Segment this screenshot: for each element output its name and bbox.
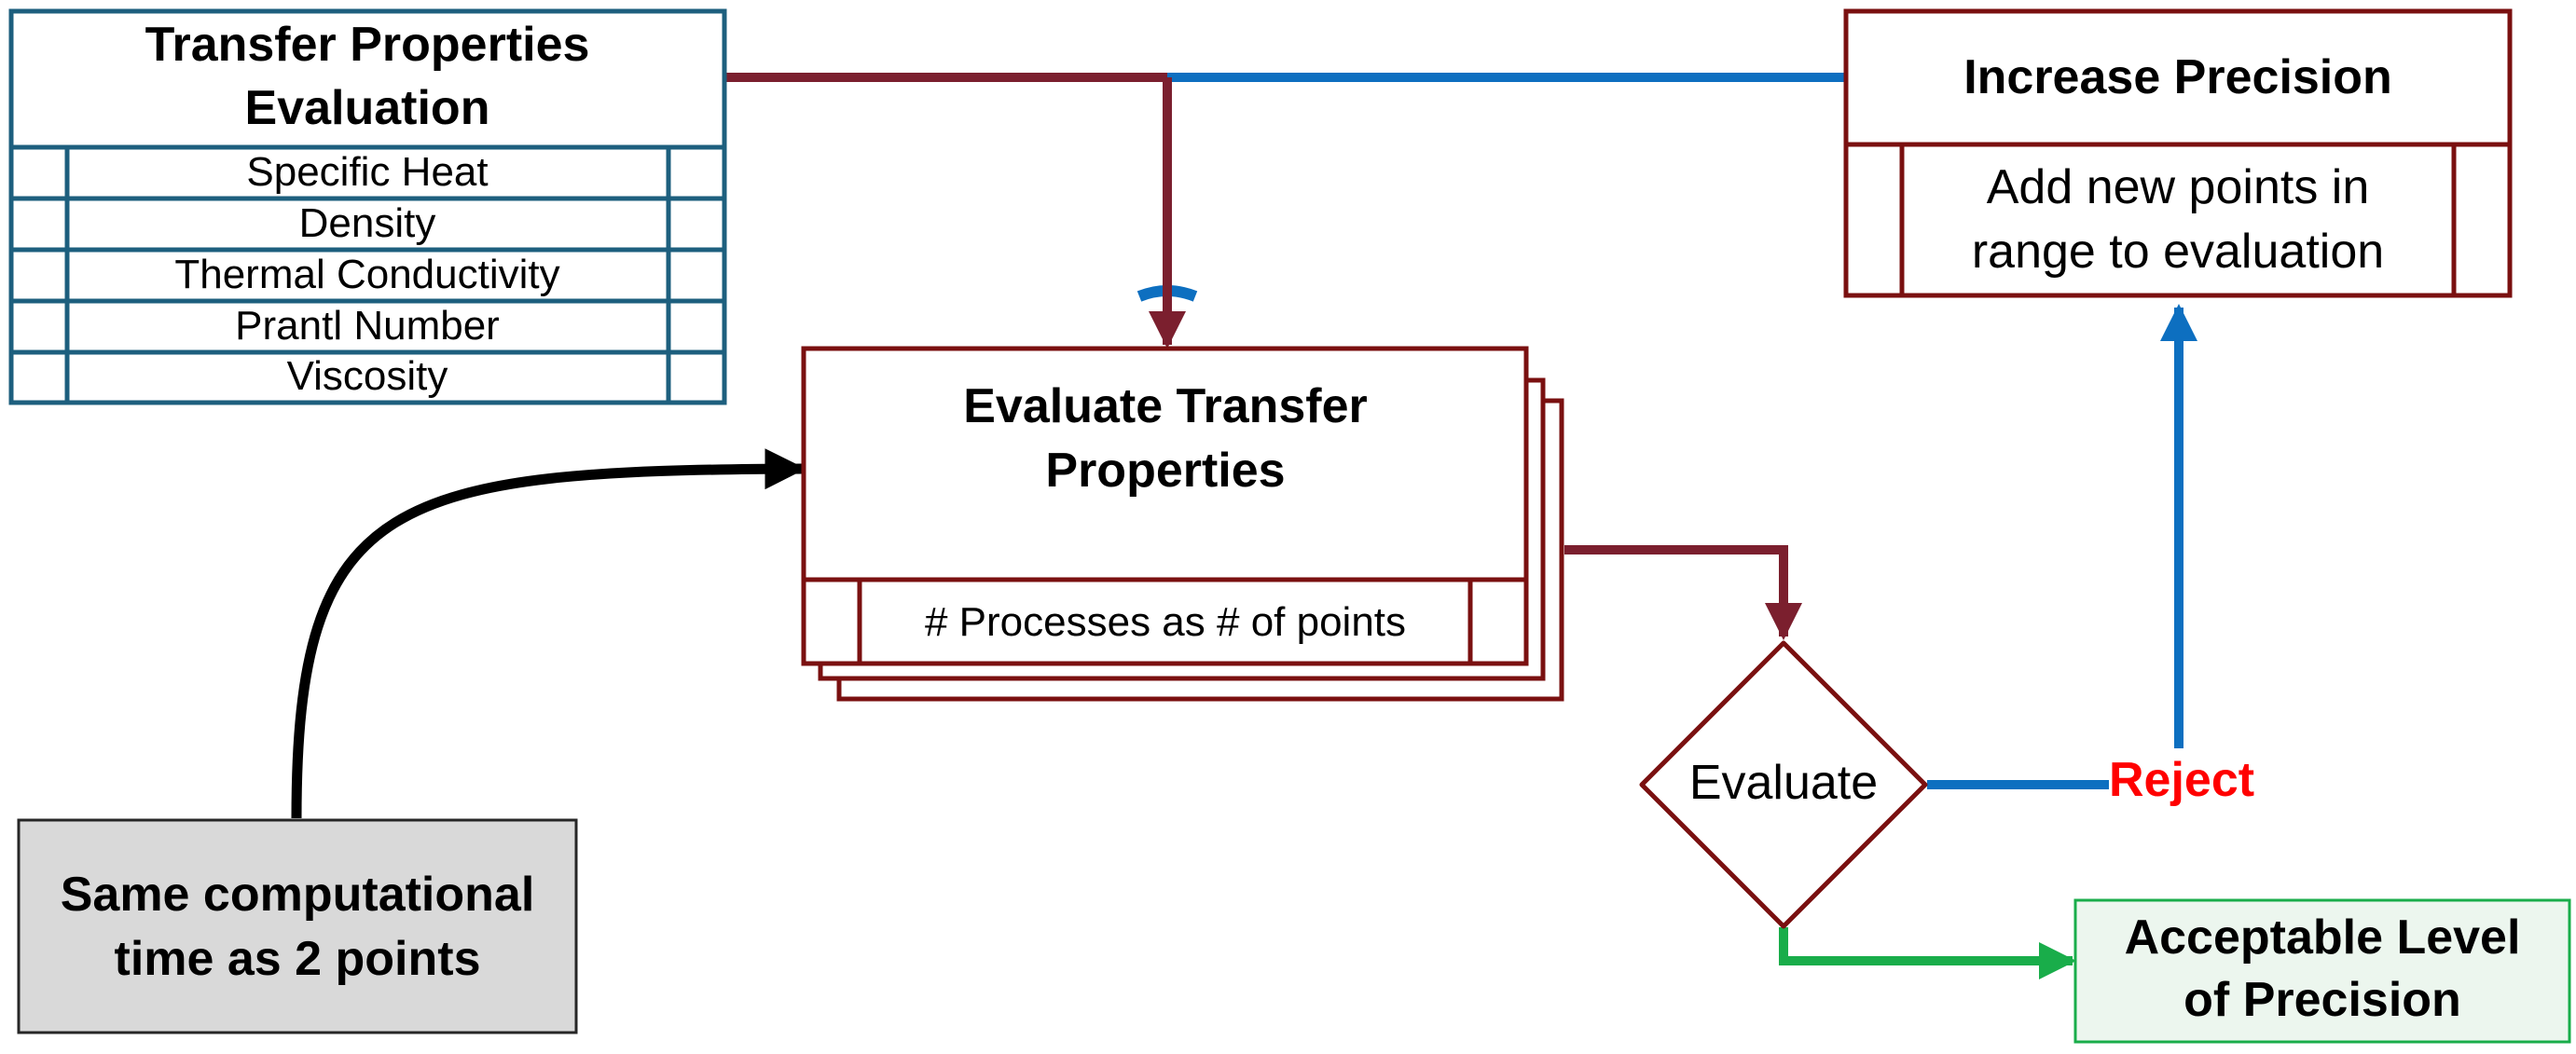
evaluate-transfer-properties-box: Evaluate Transfer Properties # Processes… (801, 346, 1564, 702)
increase-precision-title: Increase Precision (1963, 50, 2392, 104)
same-time-box: Same computational time as 2 points (17, 818, 578, 1034)
table-row-viscosity: Viscosity (287, 353, 448, 399)
table-row-thermal-conductivity: Thermal Conductivity (174, 252, 559, 297)
table-row-specific-heat: Specific Heat (246, 149, 488, 195)
acceptable-line1: Acceptable Level (2125, 910, 2521, 965)
increase-precision-body-line2: range to evaluation (1972, 225, 2384, 279)
evaluate-transfer-title-line1: Evaluate Transfer (963, 379, 1368, 433)
decision-label: Evaluate (1689, 756, 1878, 810)
transfer-table-title-line1: Transfer Properties (145, 18, 590, 72)
same-time-line2: time as 2 points (115, 932, 481, 986)
transfer-table-title-line2: Evaluation (245, 81, 490, 135)
evaluate-transfer-subtitle: # Processes as # of points (925, 599, 1406, 645)
reject-label: Reject (2109, 753, 2254, 807)
evaluate-decision-diamond: Evaluate (1639, 640, 1928, 929)
transfer-properties-table: Transfer Properties Evaluation Specific … (8, 8, 727, 405)
increase-precision-body-line1: Add new points in (1987, 160, 2370, 214)
acceptable-precision-box: Acceptable Level of Precision (2073, 898, 2571, 1044)
arrow-same-time-to-evaluate (291, 448, 806, 819)
increase-precision-box: Increase Precision Add new points in ran… (1843, 8, 2513, 298)
table-row-prantl-number: Prantl Number (235, 303, 500, 349)
arrow-evaluate-to-decision (1564, 545, 1802, 640)
arrow-decision-to-acceptable (1779, 927, 2076, 979)
same-time-line1: Same computational (61, 868, 535, 922)
evaluate-transfer-title-line2: Properties (1045, 444, 1285, 498)
table-row-density: Density (299, 200, 436, 246)
acceptable-line2: of Precision (2183, 973, 2461, 1027)
